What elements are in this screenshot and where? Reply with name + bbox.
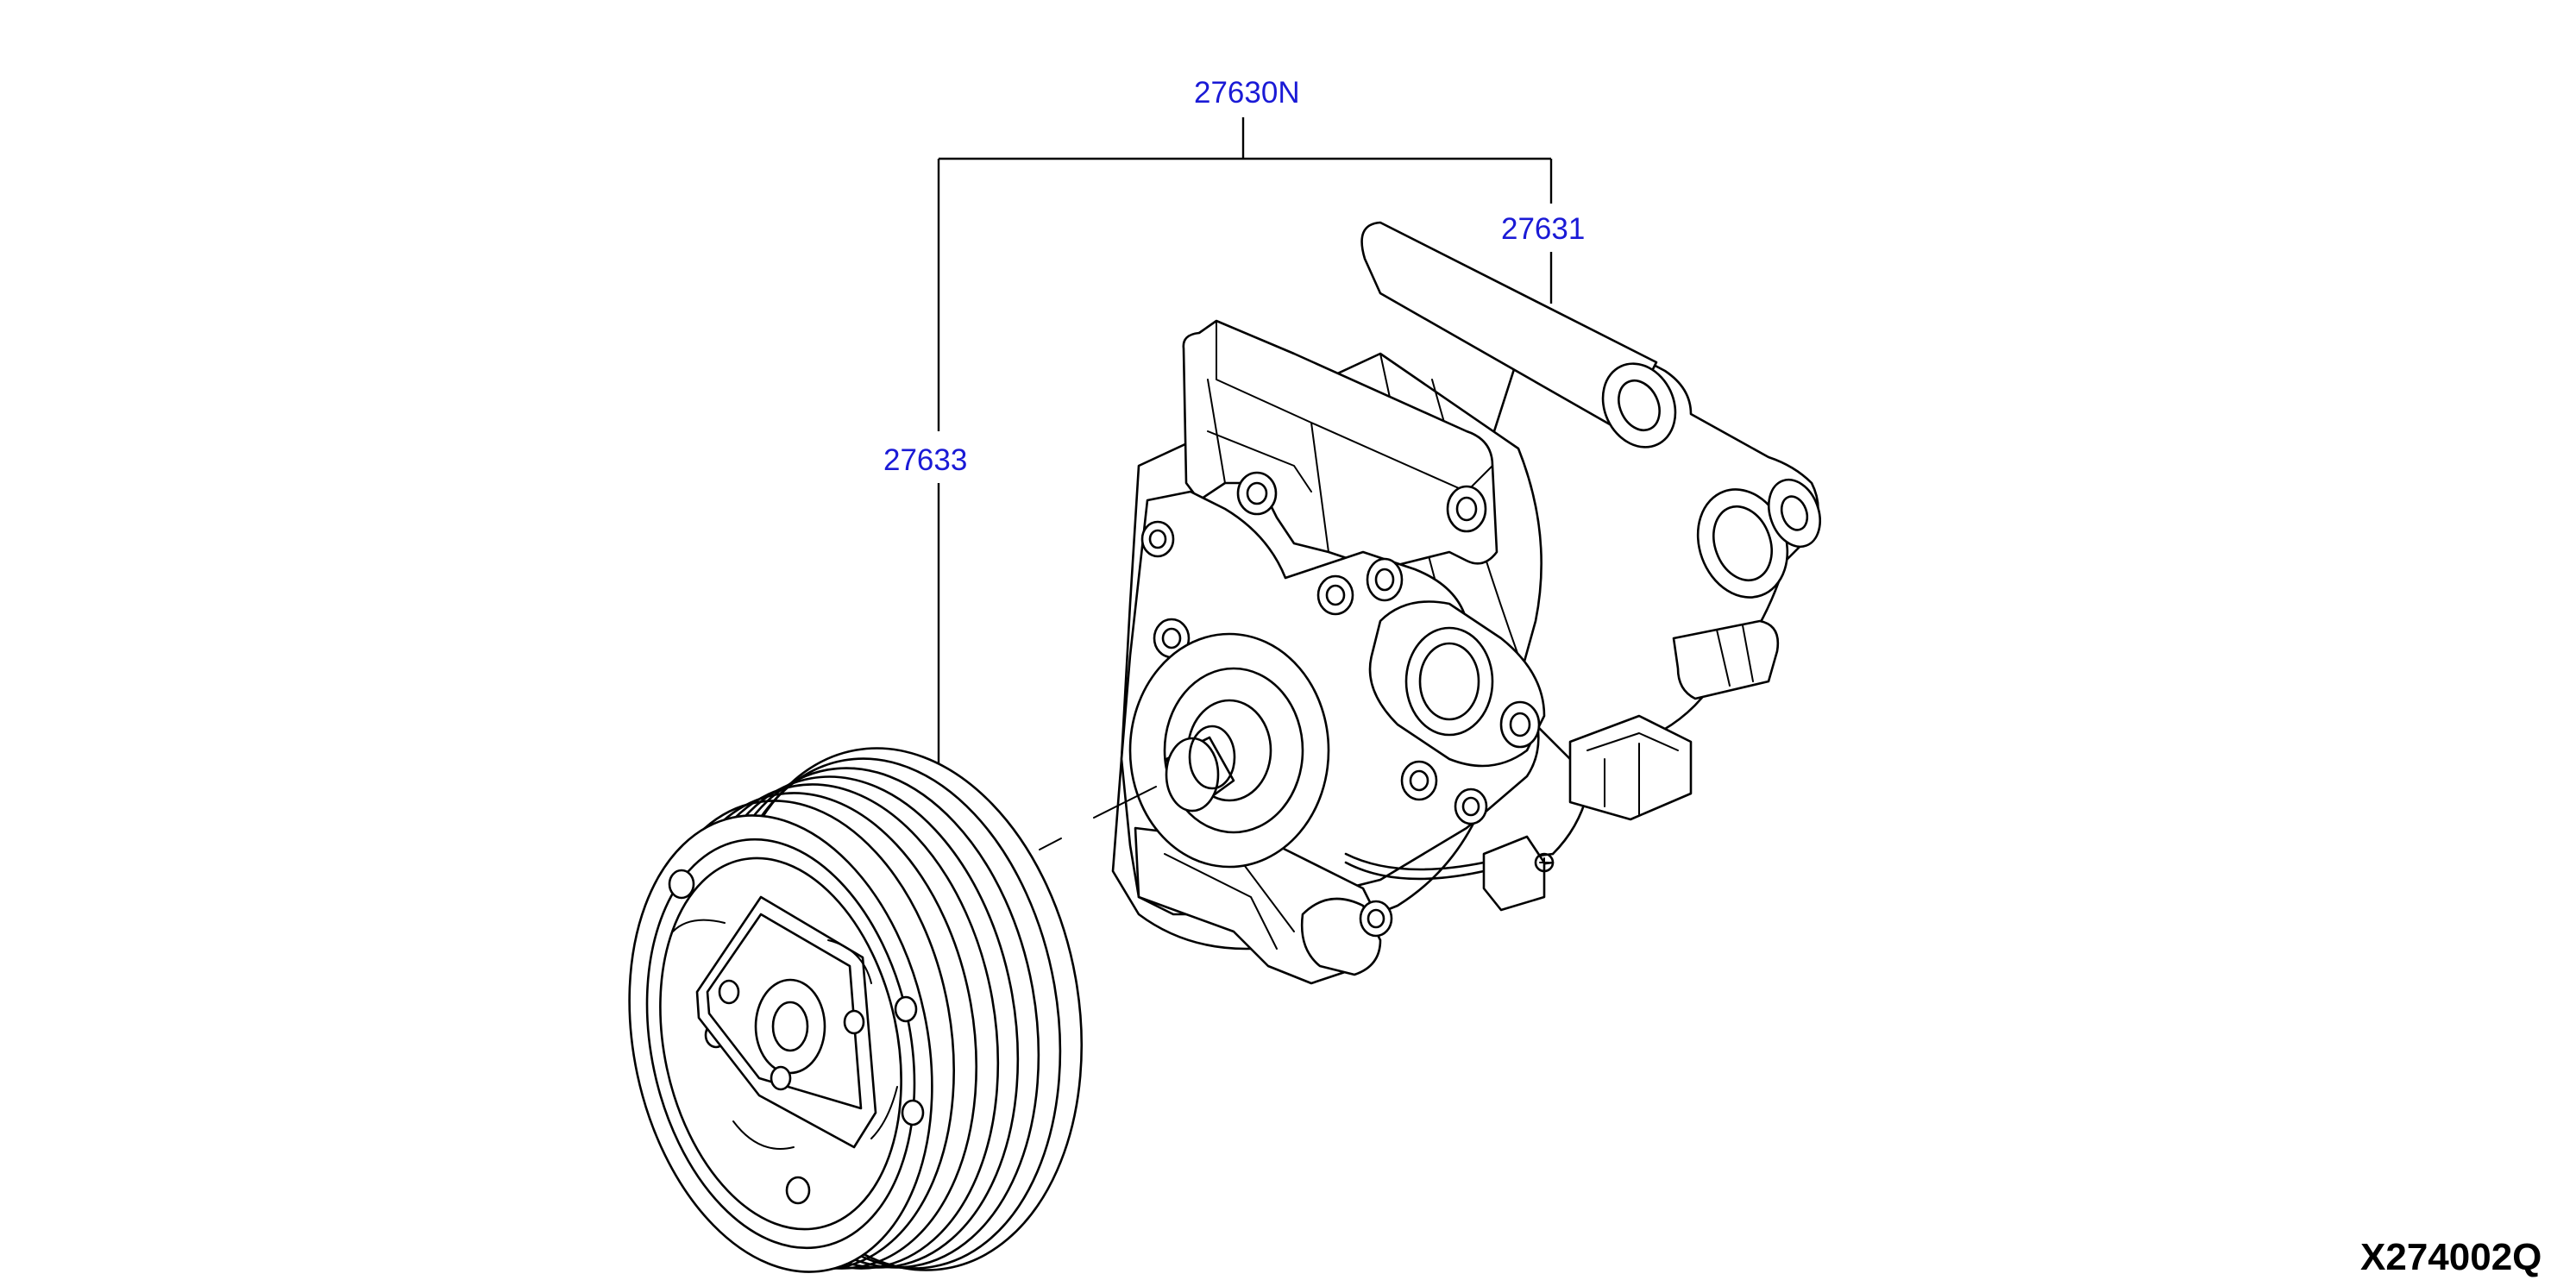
callout-27631[interactable]: 27631: [1501, 212, 1586, 246]
leader-lines: [937, 117, 1553, 780]
callout-27633[interactable]: 27633: [883, 443, 968, 477]
clutch-pulley: [628, 747, 1084, 1273]
callout-27630N[interactable]: 27630N: [1194, 76, 1300, 110]
diagram-code: X274002Q: [2360, 1236, 2542, 1278]
center-axis-line: [1039, 786, 1157, 850]
compressor-body: [1111, 221, 1821, 985]
